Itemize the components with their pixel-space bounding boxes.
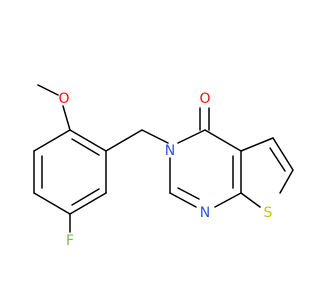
benzene-c4-c5-bond	[69, 192, 107, 215]
benzene-c6-c1-bond	[69, 129, 107, 152]
c6-s-bond	[279, 169, 294, 194]
fluorine-label: F	[66, 233, 74, 249]
s-c7a-bond	[240, 192, 261, 208]
c4a-c5-bond	[240, 137, 274, 152]
n1-c2-bond	[169, 192, 197, 208]
atom-labels: O O N N S F	[58, 91, 272, 249]
n1-label: N	[200, 205, 210, 221]
aryl-ch2-bond	[105, 129, 143, 152]
n1-c2-inner-bond	[177, 187, 200, 200]
molecule-structure: O O N N S F	[33, 84, 294, 249]
n3-label: N	[165, 143, 175, 159]
benzene-c1-c2-bond	[33, 129, 71, 152]
n3-c4-bond	[177, 129, 206, 144]
methoxy-oxygen-label: O	[58, 91, 69, 107]
c5-c6-bond	[272, 137, 294, 171]
c4-c4a-bond	[204, 129, 242, 152]
methyl-o-bond	[37, 84, 59, 96]
sulfur-label: S	[264, 205, 273, 221]
bonds	[33, 84, 294, 233]
c5-c6-inner-bond	[269, 147, 286, 172]
carbonyl-oxygen-label: O	[199, 91, 210, 107]
o-aryl-bond	[62, 105, 71, 131]
benzene-c6-c1-inner-bond	[71, 138, 100, 156]
benzene-c3-c4-bond	[33, 192, 71, 215]
ch2-n3-bond	[141, 129, 169, 144]
c7a-n1-bond	[214, 192, 242, 208]
benzene-c4-c5-inner-bond	[71, 188, 100, 206]
